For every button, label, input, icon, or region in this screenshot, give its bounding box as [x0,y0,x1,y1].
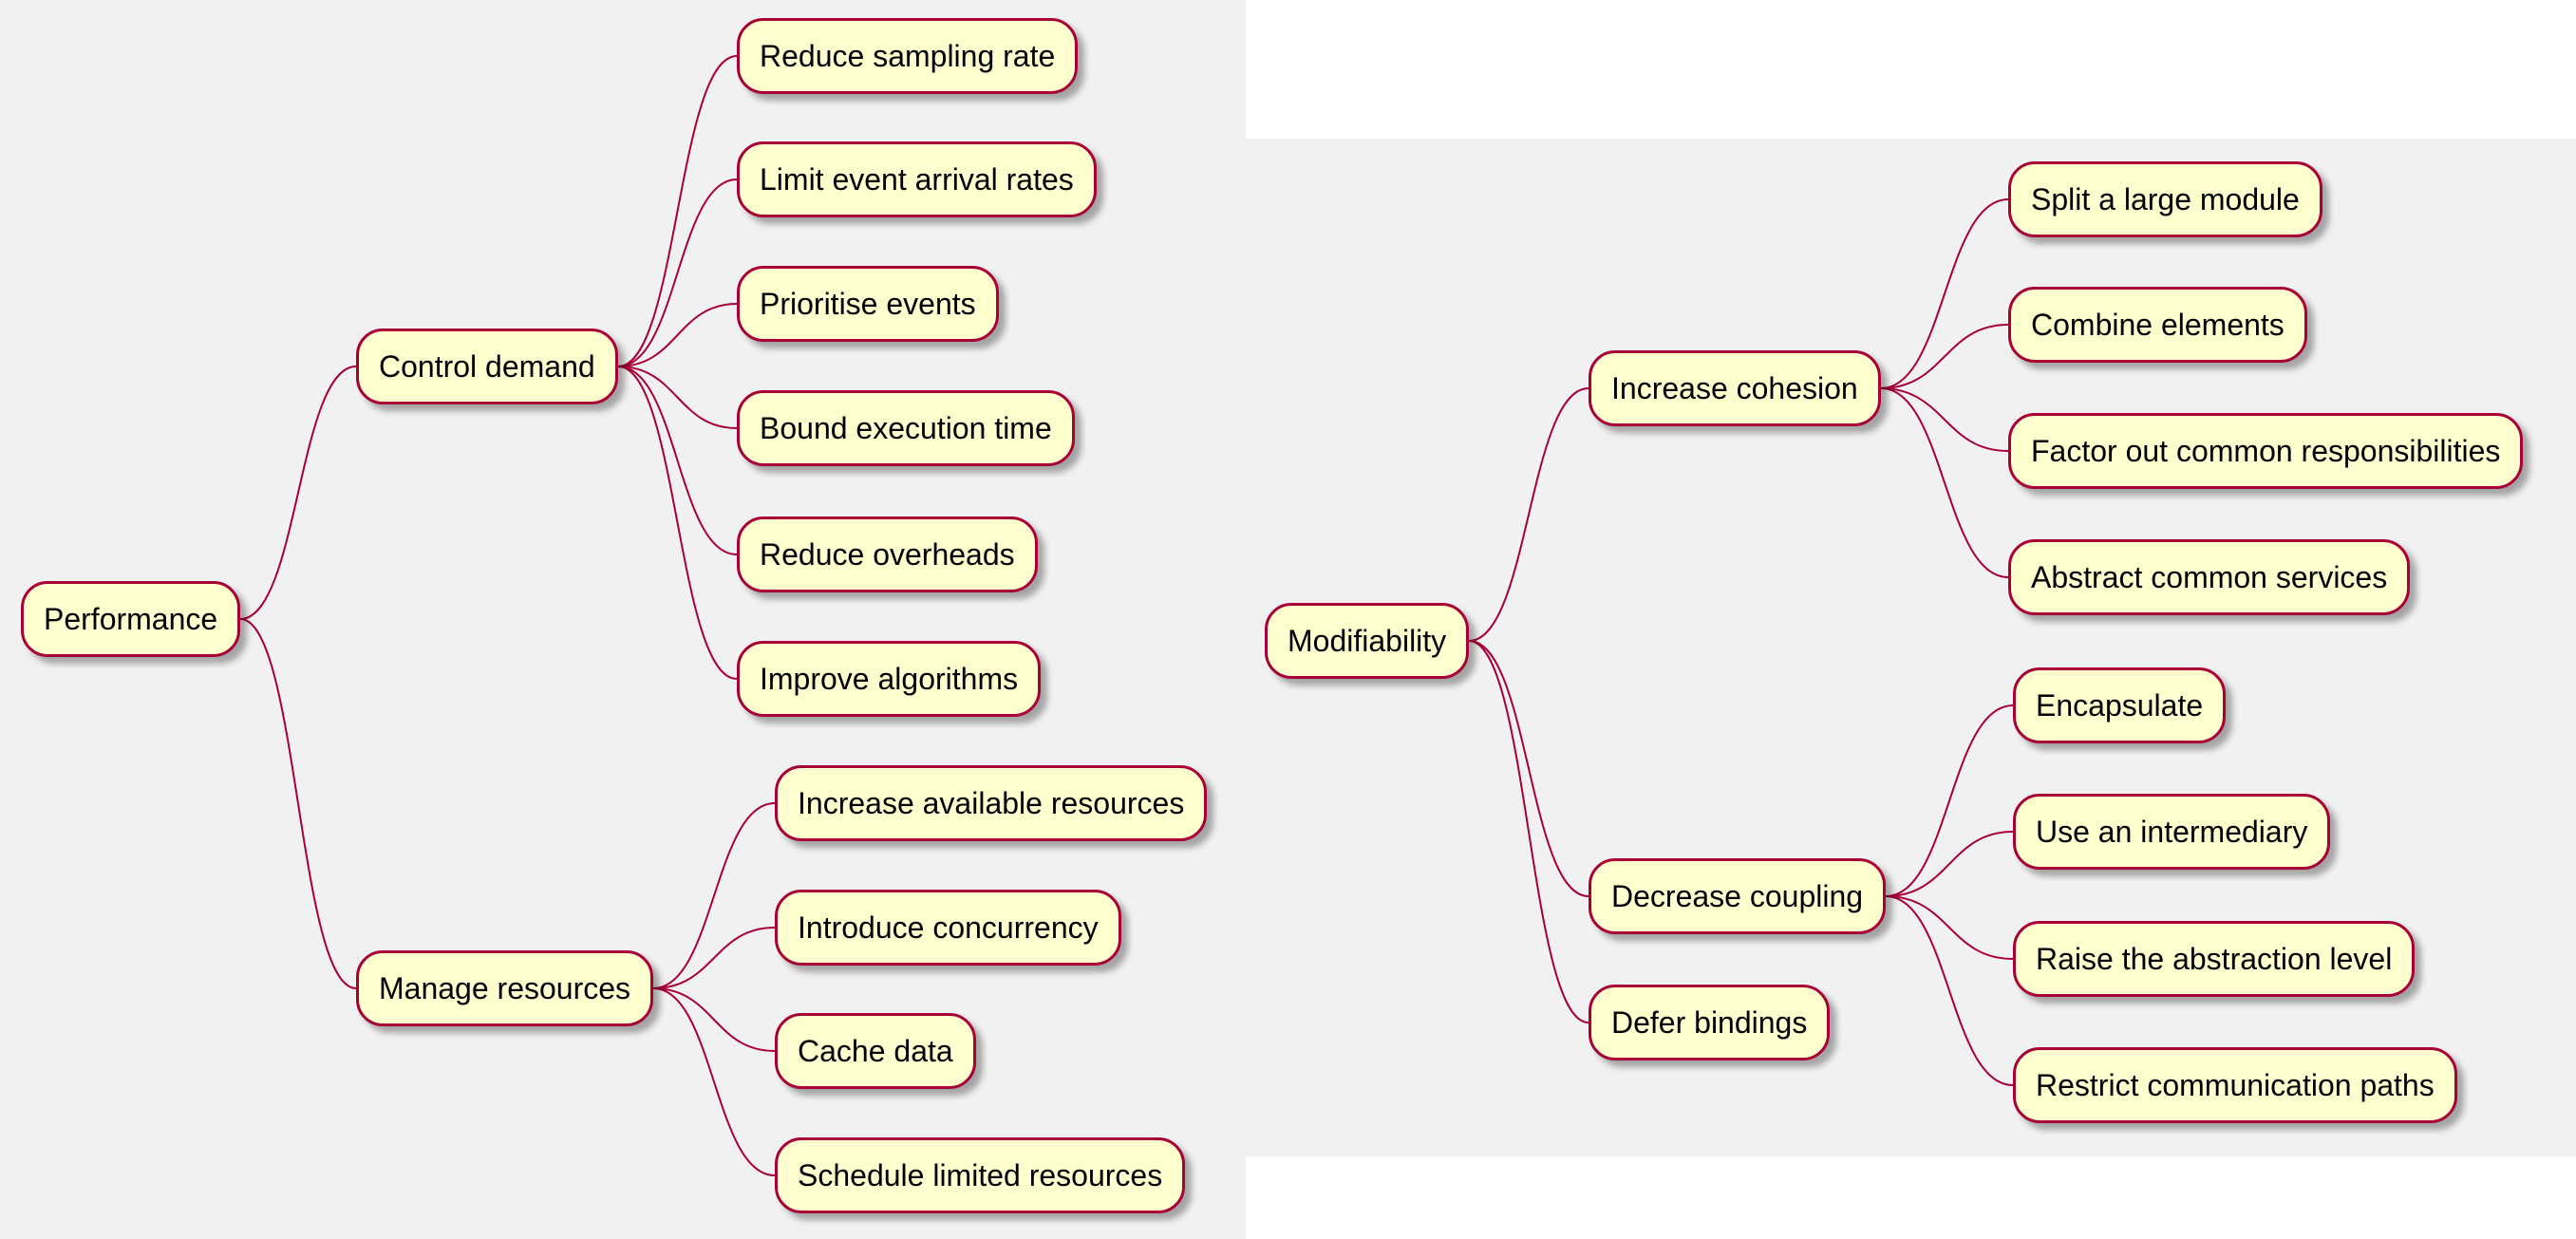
link-modifiability-decrease-coupling [1468,640,1589,897]
link-manage-resources-introduce-concurrency [652,927,776,989]
node-reduce-sampling-rate: Reduce sampling rate [737,18,1079,94]
link-control-demand-prioritise-events [617,303,738,367]
link-decrease-coupling-restrict-communication-paths [1885,895,2014,1086]
node-restrict-communication-paths: Restrict communication paths [2013,1047,2457,1123]
node-decrease-coupling: Decrease coupling [1589,858,1887,934]
node-increase-available-resources: Increase available resources [775,765,1208,841]
node-abstract-common-services: Abstract common services [2008,539,2411,615]
node-control-demand: Control demand [356,329,618,404]
node-split-a-large-module: Split a large module [2008,161,2322,237]
node-reduce-overheads: Reduce overheads [737,516,1038,592]
link-control-demand-reduce-overheads [617,366,738,555]
link-decrease-coupling-encapsulate [1885,704,2014,897]
node-introduce-concurrency: Introduce concurrency [775,890,1121,966]
link-manage-resources-increase-available-resources [652,802,776,989]
node-performance: Performance [21,581,241,657]
link-manage-resources-schedule-limited-resources [652,987,776,1176]
link-control-demand-reduce-sampling-rate [617,55,738,367]
link-decrease-coupling-raise-the-abstraction-level [1885,895,2014,960]
link-increase-cohesion-abstract-common-services [1880,387,2009,578]
node-bound-execution-time: Bound execution time [737,390,1075,466]
node-encapsulate: Encapsulate [2013,667,2227,743]
link-modifiability-defer-bindings [1468,640,1589,1023]
link-modifiability-increase-cohesion [1468,387,1589,642]
node-combine-elements: Combine elements [2008,287,2307,363]
node-limit-event-arrival-rates: Limit event arrival rates [737,141,1097,217]
link-control-demand-improve-algorithms [617,366,738,680]
node-raise-the-abstraction-level: Raise the abstraction level [2013,921,2416,997]
link-increase-cohesion-split-a-large-module [1880,198,2009,389]
node-schedule-limited-resources: Schedule limited resources [775,1137,1186,1213]
node-increase-cohesion: Increase cohesion [1589,350,1881,426]
link-control-demand-bound-execution-time [617,366,738,429]
node-use-an-intermediary: Use an intermediary [2013,794,2331,870]
link-decrease-coupling-use-an-intermediary [1885,831,2014,897]
link-performance-control-demand [239,366,357,620]
node-improve-algorithms: Improve algorithms [737,641,1042,717]
link-increase-cohesion-factor-out-common-responsibilities [1880,387,2009,452]
node-factor-out-common-responsibilities: Factor out common responsibilities [2008,413,2524,489]
link-increase-cohesion-combine-elements [1880,324,2009,389]
link-performance-manage-resources [239,618,357,989]
node-defer-bindings: Defer bindings [1589,985,1831,1061]
link-control-demand-limit-event-arrival-rates [617,178,738,367]
link-manage-resources-cache-data [652,987,776,1052]
node-cache-data: Cache data [775,1013,976,1089]
node-prioritise-events: Prioritise events [737,266,999,342]
node-manage-resources: Manage resources [356,950,654,1026]
node-modifiability: Modifiability [1265,603,1470,679]
